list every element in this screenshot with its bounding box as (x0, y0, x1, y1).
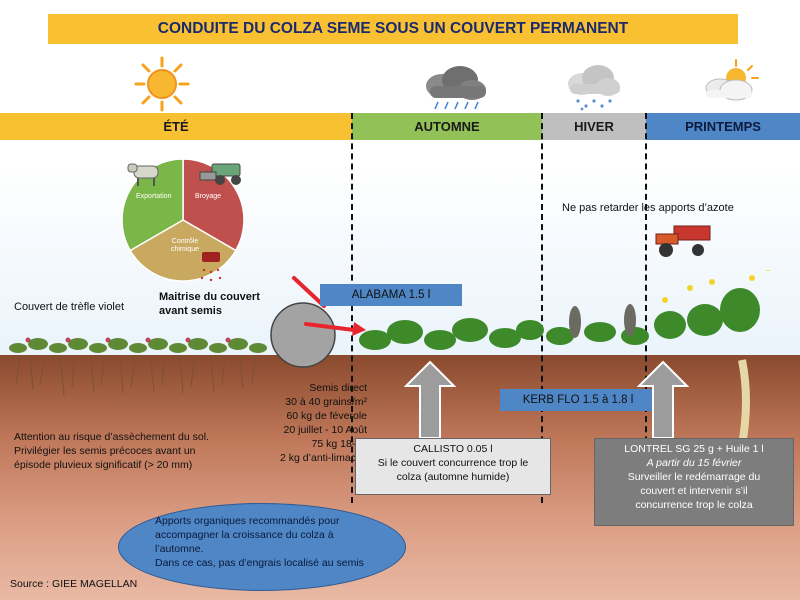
cow-icon (127, 163, 159, 186)
organic-advice-ellipse (118, 503, 406, 591)
semis-info: Semis direct 30 à 40 grains/m² 60 kg de … (252, 381, 367, 465)
season-ete: ÉTÉ (0, 113, 352, 140)
sprayer-nozzle-icon (200, 252, 222, 282)
season-divider (541, 113, 543, 503)
pie-slice-controle (129, 219, 237, 282)
crop-vegetation (9, 270, 771, 446)
pie-label-exportation: Exportation (136, 193, 172, 200)
page-title: CONDUITE DU COLZA SEME SOUS UN COUVERT P… (48, 14, 738, 44)
maitrise-line: Maitrise du couvert (159, 291, 260, 303)
semis-line: 60 kg de féverole (286, 410, 367, 422)
lontrel-line: couvert et intervenir s’il (640, 485, 748, 497)
pie-slice-broyage (182, 158, 245, 252)
semis-line: 20 juillet - 10 Août (283, 424, 367, 436)
mower-icon (199, 163, 241, 185)
maitrise-line: avant semis (159, 305, 222, 317)
snow-cloud-icon (568, 65, 620, 111)
organic-line: l’automne. (155, 543, 204, 555)
cover-management-pie (121, 158, 245, 282)
semis-line: Semis direct (309, 382, 367, 394)
sun-icon (134, 56, 190, 112)
attention-line: épisode pluvieux significatif (> 20 mm) (14, 459, 193, 471)
callisto-line: Si le couvert concurrence trop le (377, 457, 529, 469)
couvert-label: Couvert de trèfle violet (14, 301, 125, 313)
pie-label-broyage: Broyage (195, 193, 222, 200)
organic-line: accompagner la croissance du colza à (155, 529, 334, 541)
maitrise-label: Maitrise du couvert avant semis (159, 290, 260, 318)
callisto-line: colza (automne humide) (396, 471, 510, 483)
attention-line: Attention au risque d’assèchement du sol… (14, 431, 209, 443)
source-label: Source : GIEE MAGELLAN (10, 578, 138, 590)
kerb-flo-box: KERB FLO 1.5 à 1.8 l (500, 389, 656, 411)
season-printemps: PRINTEMPS (646, 113, 800, 140)
semis-line: 2 kg d’anti-limaces (280, 452, 367, 464)
organic-line: Apports organiques recommandés pour (155, 515, 340, 527)
semis-line: 75 kg 18-46 (311, 438, 367, 450)
callisto-box: CALLISTO 0.05 l Si le couvert concurrenc… (355, 438, 551, 495)
lontrel-line: LONTREL SG 25 g + Huile 1 l (624, 443, 764, 455)
red-arrow-icon (292, 276, 366, 336)
lontrel-up-arrow (637, 360, 689, 439)
season-divider (351, 113, 353, 503)
season-hiver: HIVER (542, 113, 646, 140)
season-automne: AUTOMNE (352, 113, 542, 140)
storm-cloud-icon (426, 66, 486, 110)
pie-label-controle: Contrôle chimique (170, 238, 199, 253)
attention-note: Attention au risque d’assèchement du sol… (14, 430, 254, 472)
organic-advice-text: Apports organiques recommandés pour acco… (155, 514, 390, 570)
lontrel-line: concurrence trop le colza (635, 499, 753, 511)
season-divider (645, 113, 647, 503)
lontrel-line: A partir du 15 février (646, 457, 742, 469)
attention-line: Privilégier les semis précoces avant un (14, 445, 196, 457)
azote-label: Ne pas retarder les apports d’azote (562, 202, 734, 214)
organic-line: Dans ce cas, pas d’engrais localisé au s… (155, 557, 364, 569)
alabama-box: ALABAMA 1.5 l (320, 284, 462, 306)
sun-cloud-icon (705, 59, 759, 101)
callisto-up-arrow (404, 360, 456, 439)
semis-line: 30 à 40 grains/m² (285, 396, 367, 408)
fertilizer-spreader-icon (655, 225, 711, 257)
roller-drum-icon (270, 302, 336, 368)
callisto-line: CALLISTO 0.05 l (413, 443, 493, 455)
lontrel-box: LONTREL SG 25 g + Huile 1 l A partir du … (594, 438, 794, 526)
lontrel-line: Surveiller le redémarrage du (627, 471, 761, 483)
